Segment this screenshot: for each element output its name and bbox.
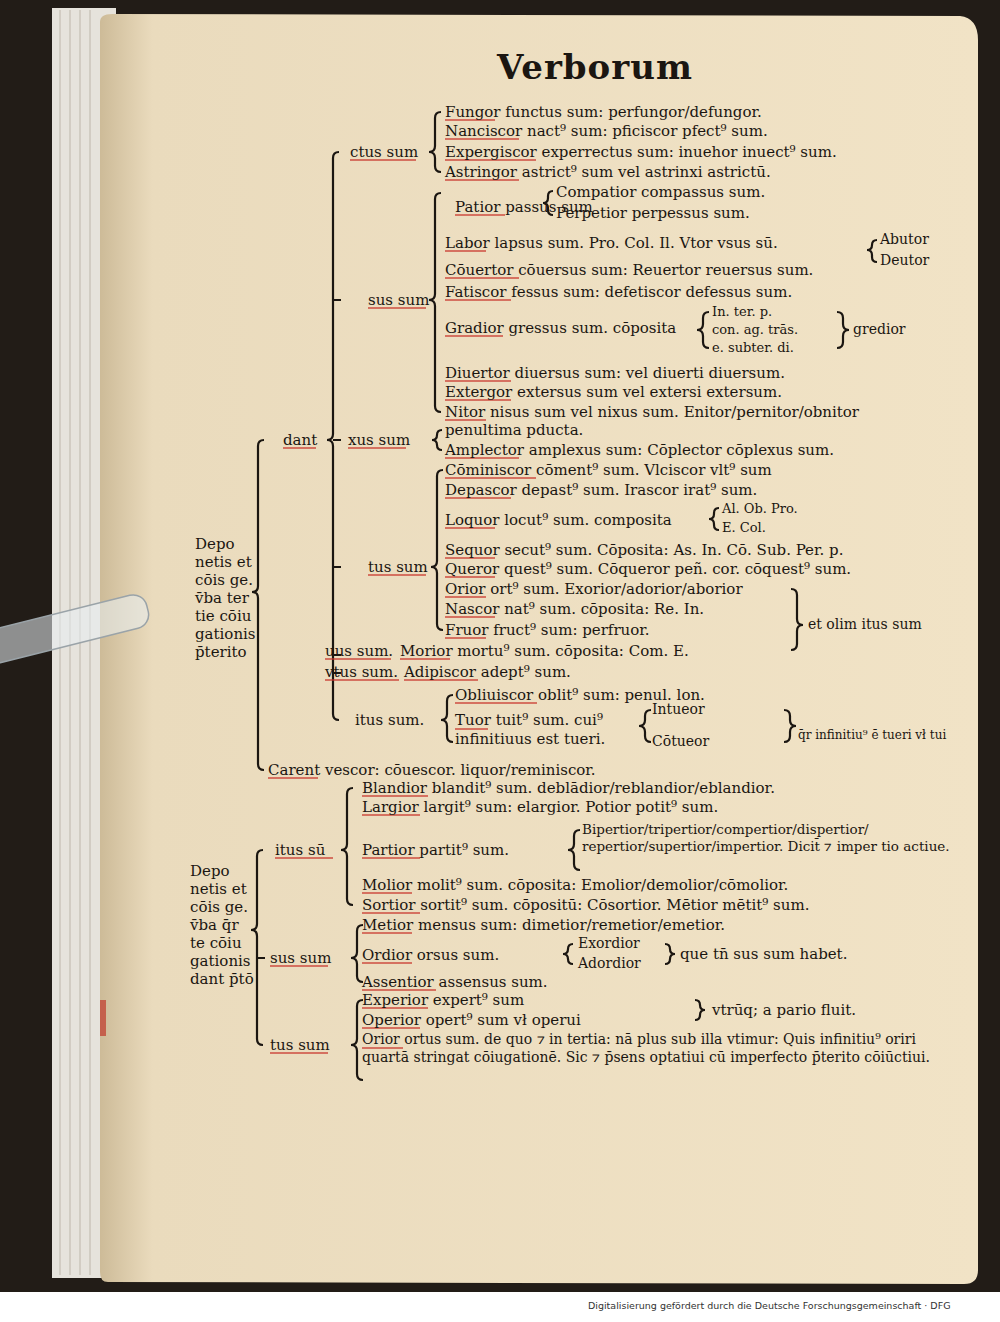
brace — [351, 925, 363, 982]
grammar-entry: Extergor extersus sum vel extersi exters… — [445, 383, 782, 402]
grammar-entry: Assentior assensus sum. — [362, 973, 548, 992]
grammar-entry: Astringor astrict⁹ sum vel astrinxi astr… — [445, 163, 771, 182]
brace — [695, 1000, 705, 1020]
footer-note: Digitalisierung gefördert durch die Deut… — [588, 1300, 951, 1312]
grammar-entry: Intueor — [652, 701, 705, 719]
grammar-entry: Queror quest⁹ sum. Cōqueror peñ. cor. cō… — [445, 560, 851, 579]
grammar-entry: gredior — [853, 321, 906, 339]
brace — [791, 589, 803, 650]
grammar-entry: et olim itus sum — [808, 616, 922, 634]
brace — [665, 944, 675, 964]
footer-strip — [0, 1292, 1000, 1322]
brace — [351, 1000, 363, 1080]
grammar-entry: sus sum — [368, 291, 429, 310]
grammar-entry: itus sū — [275, 841, 325, 860]
grammar-entry: Cōminiscor cōment⁹ sum. Vlciscor vlt⁹ su… — [445, 461, 772, 480]
grammar-entry: Expergiscor experrectus sum: inuehor inu… — [445, 143, 837, 162]
grammar-entry: e. subter. di. — [712, 340, 794, 356]
grammar-entry: Gradior gressus sum. cōposita — [445, 319, 676, 338]
grammar-entry: Fatiscor fessus sum: defetiscor defessus… — [445, 283, 792, 302]
brace — [431, 470, 443, 630]
grammar-entry: xus sum — [348, 431, 410, 450]
brace — [432, 430, 442, 450]
page-heading: Verborum — [497, 46, 693, 89]
grammar-entry: tus sum — [368, 558, 428, 577]
grammar-entry: Labor lapsus sum. Pro. Col. Il. Vtor vsu… — [445, 234, 778, 253]
grammar-entry: Exordior — [578, 935, 640, 953]
grammar-entry: Orior ort⁹ sum. Exorior/adorior/aborior — [445, 580, 743, 599]
grammar-entry: Depo netis et cōis ge. v̄ba ter tie cōiu… — [195, 535, 265, 661]
grammar-entry: que tn̄ sus sum habet. — [680, 945, 847, 964]
grammar-entry: vtrūq; a pario fluit. — [712, 1001, 856, 1020]
grammar-entry: Adordior — [578, 955, 641, 973]
grammar-entry: Largior largit⁹ sum: elargior. Potior po… — [362, 798, 718, 817]
ribbon-mark — [100, 1000, 106, 1036]
grammar-entry: Experior expert⁹ sum — [362, 991, 524, 1010]
grammar-entry: Sequor secut⁹ sum. Cōposita: As. In. Cō.… — [445, 541, 843, 560]
grammar-entry: Bipertior/tripertior/compertior/disperti… — [582, 821, 954, 855]
brace — [441, 695, 453, 742]
plastic-clip — [0, 592, 152, 666]
grammar-entry: itus sum. — [355, 711, 424, 730]
brace — [563, 944, 573, 964]
brace — [327, 152, 341, 720]
grammar-entry: Nascor nat⁹ sum. cōposita: Re. In. — [445, 600, 704, 619]
grammar-entry: Perpetior perpessus sum. — [556, 204, 750, 223]
brace — [252, 440, 264, 770]
grammar-entry: con. ag. trās. — [712, 322, 798, 338]
brace — [697, 312, 709, 348]
grammar-entry: Depo netis et cōis ge. v̄ba q̄r te cōiu … — [190, 862, 258, 988]
grammar-entry: vtus sum. — [325, 663, 398, 682]
grammar-entry: Depascor depast⁹ sum. Irascor irat⁹ sum. — [445, 481, 757, 500]
grammar-entry: sus sum — [270, 949, 331, 968]
brace — [639, 710, 651, 742]
brace — [784, 710, 796, 742]
grammar-entry: Diuertor diuersus sum: vel diuerti diuer… — [445, 364, 785, 383]
paper-sheet — [100, 14, 978, 1284]
grammar-entry: Cōtueor — [652, 733, 709, 751]
brace-group — [251, 112, 877, 1080]
grammar-entry: dant — [283, 431, 317, 450]
grammar-entry: penultima pducta. — [445, 421, 583, 440]
grammar-entry: Fungor functus sum: perfungor/defungor. — [445, 103, 762, 122]
grammar-entry: tus sum — [270, 1036, 330, 1055]
grammar-entry: Morior mortu⁹ sum. cōposita: Com. E. — [400, 642, 689, 661]
brace — [867, 240, 877, 262]
grammar-entry: q̄r infinitiu⁹ ē tueri vł tui — [798, 728, 946, 743]
grammar-entry: Partior partit⁹ sum. — [362, 841, 509, 860]
book-cover — [0, 0, 1000, 1292]
grammar-entry: Ordior orsus sum. — [362, 946, 499, 965]
brace — [429, 112, 441, 172]
grammar-entry: ctus sum — [350, 143, 418, 162]
grammar-entry: In. ter. p. — [712, 304, 772, 320]
grammar-entry: Carent vescor: cōuescor. liquor/reminisc… — [268, 761, 596, 780]
grammar-entry: Fruor fruct⁹ sum: perfruor. — [445, 621, 650, 640]
brace — [709, 508, 719, 530]
brace — [568, 830, 580, 870]
grammar-entry: Orior ortus sum. de quo ⁊ in tertia: nā … — [362, 1031, 952, 1066]
brace — [429, 193, 441, 412]
grammar-entry: Deutor — [880, 252, 929, 270]
grammar-entry: Tuor tuit⁹ sum. cui⁹ infinitiuus est tue… — [455, 711, 640, 749]
grammar-entry: Abutor — [880, 231, 929, 249]
grammar-entry: Blandior blandit⁹ sum. deblādior/rebland… — [362, 779, 775, 798]
grammar-entry: Molior molit⁹ sum. cōposita: Emolior/dem… — [362, 876, 788, 895]
grammar-entry: Metior mensus sum: dimetior/remetior/eme… — [362, 916, 725, 935]
grammar-entry: Al. Ob. Pro. — [722, 501, 798, 517]
brace — [837, 312, 849, 348]
grammar-entry: Nitor nisus sum vel nixus sum. Enitor/pe… — [445, 403, 859, 422]
grammar-entry: Nanciscor nact⁹ sum: pficiscor pfect⁹ su… — [445, 122, 768, 141]
grammar-entry: Loquor locut⁹ sum. composita — [445, 511, 672, 530]
grammar-entry: E. Col. — [722, 520, 766, 536]
grammar-entry: Adipiscor adept⁹ sum. — [404, 663, 571, 682]
brace — [251, 850, 265, 1045]
grammar-entry: Amplector amplexus sum: Cōplector cōplex… — [445, 441, 834, 460]
grammar-entry: uus sum. — [325, 642, 393, 661]
grammar-entry: Sortior sortit⁹ sum. cōpositū: Cōsortior… — [362, 896, 809, 915]
brace — [341, 788, 353, 905]
grammar-entry: Operior opert⁹ sum vł operui — [362, 1011, 581, 1030]
grammar-entry: Cōuertor cōuersus sum: Reuertor reuersus… — [445, 261, 813, 280]
